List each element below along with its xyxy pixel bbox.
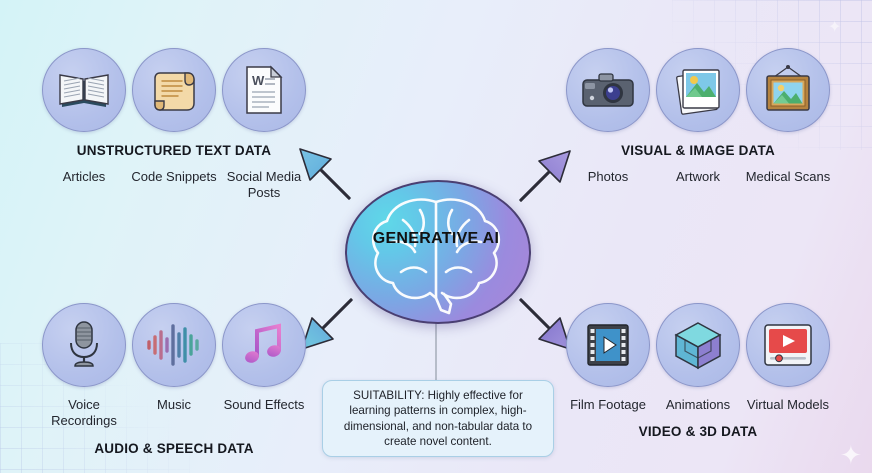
sub-row: Photos Artwork Medical Scans: [563, 169, 833, 185]
section-title-visual: VISUAL & IMAGE DATA: [621, 143, 775, 158]
camera-icon: [566, 48, 650, 132]
label-medical-scans: Medical Scans: [745, 169, 831, 184]
group-text: W UNSTRUCTURED TEXT DATA Articles Code S…: [39, 48, 309, 202]
item-artwork[interactable]: [653, 48, 743, 132]
section-title-video: VIDEO & 3D DATA: [638, 424, 758, 440]
group-audio: Voice Recordings Music Sound Effects AUD…: [39, 303, 309, 456]
item-photos[interactable]: [563, 48, 653, 132]
label-animations: Animations: [665, 397, 731, 412]
hub-caption-connector: [435, 318, 437, 380]
item-articles[interactable]: [39, 48, 129, 132]
item-medical-scans[interactable]: [743, 48, 833, 132]
film-strip-icon: [566, 303, 650, 387]
sparkle-icon: ✦: [828, 19, 842, 36]
item-music[interactable]: [129, 303, 219, 387]
suitability-caption: SUITABILITY: Highly effective for learni…: [322, 380, 554, 458]
item-film-footage[interactable]: [563, 303, 653, 387]
icon-row: [39, 303, 309, 387]
label-voice-recordings: Voice Recordings: [51, 397, 117, 429]
group-video: Film Footage Animations Virtual Models V…: [563, 303, 833, 439]
label-music: Music: [157, 397, 191, 412]
hub-label: GENERATIVE AI: [372, 230, 500, 247]
waveform-icon: [132, 303, 216, 387]
label-sound-effects: Sound Effects: [223, 397, 305, 412]
music-notes-icon: [222, 303, 306, 387]
word-document-icon: W: [222, 48, 306, 132]
microphone-icon: [42, 303, 126, 387]
group-visual: VISUAL & IMAGE DATA Photos Artwork Medic…: [563, 48, 833, 185]
section-title-audio: AUDIO & SPEECH DATA: [94, 440, 254, 456]
item-sound-effects[interactable]: [219, 303, 309, 387]
photo-stack-icon: [656, 48, 740, 132]
label-artwork: Artwork: [675, 169, 721, 184]
sparkle-icon: ✦: [840, 440, 862, 470]
label-virtual-models: Virtual Models: [746, 397, 830, 412]
open-book-icon: [42, 48, 126, 132]
framed-picture-icon: [746, 48, 830, 132]
label-film-footage: Film Footage: [570, 397, 646, 412]
label-code-snippets: Code Snippets: [131, 169, 217, 184]
item-voice-recordings[interactable]: [39, 303, 129, 387]
scroll-icon: [132, 48, 216, 132]
video-player-icon: [746, 303, 830, 387]
icon-row: W: [39, 48, 309, 132]
sub-row: Voice Recordings Music Sound Effects: [39, 397, 309, 430]
generative-ai-hub[interactable]: GENERATIVE AI: [345, 180, 531, 324]
label-social-media-posts: Social Media Posts: [226, 169, 302, 201]
3d-cube-icon: [656, 303, 740, 387]
icon-row: [563, 48, 833, 132]
icon-row: [563, 303, 833, 387]
label-articles: Articles: [62, 169, 106, 184]
brain-icon: [371, 198, 501, 315]
sub-row: Articles Code Snippets Social Media Post…: [39, 169, 309, 202]
item-virtual-models[interactable]: [743, 303, 833, 387]
label-photos: Photos: [587, 169, 629, 184]
item-code-snippets[interactable]: [129, 48, 219, 132]
svg-text:W: W: [252, 73, 265, 88]
item-social-media-posts[interactable]: W: [219, 48, 309, 132]
sub-row: Film Footage Animations Virtual Models: [563, 397, 833, 413]
section-title-text: UNSTRUCTURED TEXT DATA: [76, 143, 272, 158]
item-animations[interactable]: [653, 303, 743, 387]
